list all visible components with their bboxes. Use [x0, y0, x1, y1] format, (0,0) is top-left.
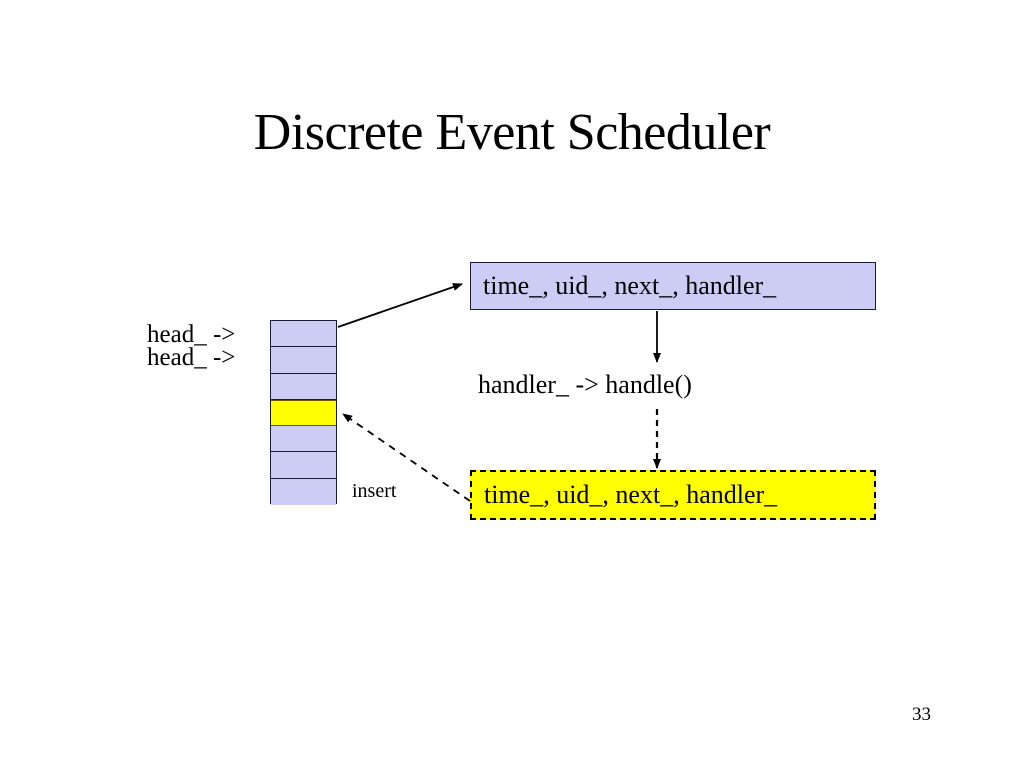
queue-cell-5[interactable]	[271, 452, 336, 479]
queue-cell-2[interactable]	[271, 373, 336, 400]
insert-label: insert	[352, 480, 397, 502]
queue-cell-1[interactable]	[271, 347, 336, 374]
queue-cell-6[interactable]	[271, 478, 336, 506]
record-box-bottom[interactable]: time_, uid_, next_, handler_	[470, 470, 876, 520]
queue-cell-4[interactable]	[271, 426, 336, 453]
record-box-top[interactable]: time_, uid_, next_, handler_	[470, 262, 876, 310]
queue-cell-0[interactable]	[271, 321, 336, 348]
queue-head-to-record-arrow	[337, 283, 463, 328]
head-pointer-label-0: head_ ->	[147, 321, 236, 348]
head-pointer-label-1: head_ ->	[147, 344, 236, 371]
queue-cell-3-highlighted[interactable]	[271, 399, 336, 427]
event-queue-stack	[270, 320, 337, 506]
handler-call-text: handler_ -> handle()	[478, 370, 692, 399]
page-title: Discrete Event Scheduler	[253, 104, 771, 161]
page-number: 33	[912, 704, 931, 725]
